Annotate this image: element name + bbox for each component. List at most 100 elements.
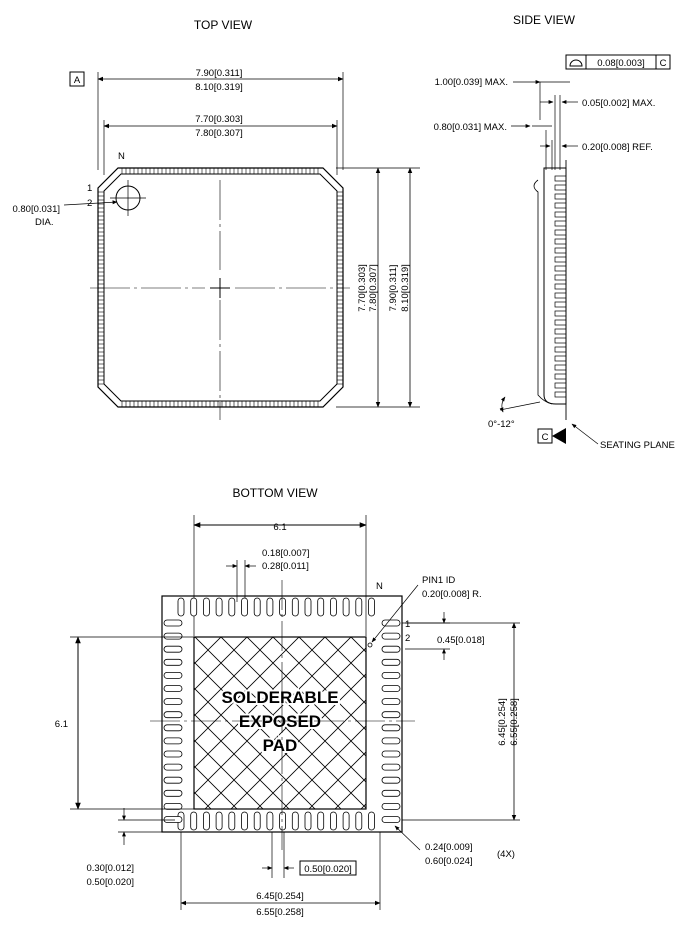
flatness-frame — [565, 54, 671, 70]
top-view-title: TOP VIEW — [194, 18, 253, 32]
pad-label-line1: SOLDERABLE — [221, 688, 338, 707]
span-horizontal-max: 6.55[0.258] — [256, 907, 304, 918]
bottom-view-title: BOTTOM VIEW — [232, 486, 318, 500]
lead-pad — [163, 737, 183, 745]
lead-pad — [329, 597, 337, 617]
width-inner-max: 7.80[0.307] — [195, 128, 243, 139]
angle-arc — [499, 396, 506, 413]
pad-width-value: 6.1 — [273, 522, 286, 533]
lead-pad — [342, 811, 350, 831]
lead-pad — [163, 816, 183, 823]
lead-pad — [381, 789, 401, 797]
side-lead — [554, 220, 567, 227]
lead-pad — [355, 811, 363, 831]
lead-pad — [381, 658, 401, 666]
bottom-pin-1: 1 — [405, 619, 410, 630]
lead-pad — [381, 672, 401, 679]
lead-pad — [381, 619, 401, 627]
top-pin-n: N — [118, 151, 125, 162]
pin1-crosshair — [110, 180, 146, 216]
lead-pad — [163, 776, 183, 784]
span-vertical-min: 6.45[0.254] — [497, 698, 508, 746]
lead-pad — [163, 672, 183, 679]
side-leads — [554, 175, 567, 398]
flatness-datum: C — [660, 58, 667, 69]
pin1-dia-label: DIA. — [35, 217, 53, 228]
pin1-dia-value: 0.80[0.031] — [12, 204, 60, 215]
lead-width-max: 0.28[0.011] — [262, 561, 309, 572]
lead-pad — [163, 750, 183, 758]
side-lead — [554, 175, 567, 182]
lead-pad — [381, 776, 401, 784]
top-centerlines — [90, 180, 350, 420]
lead-pad — [381, 698, 401, 705]
lead-pad — [329, 811, 337, 831]
bottom-centerlines — [150, 580, 415, 850]
width-outer-min: 7.90[0.311] — [196, 68, 243, 79]
side-lead — [554, 391, 567, 398]
pitch-frame — [299, 860, 357, 876]
lead-pad — [163, 658, 183, 666]
lead-pad — [368, 811, 375, 831]
pin1-id-leader — [371, 584, 419, 643]
top-pin-1: 1 — [87, 183, 92, 194]
lead-pad — [291, 811, 299, 831]
side-lead — [554, 355, 567, 362]
lead-pad — [304, 597, 312, 617]
datum-c-label: C — [542, 432, 549, 443]
lead-pad — [241, 811, 248, 831]
side-lead — [554, 373, 567, 380]
lead-length-min: 0.30[0.012] — [86, 863, 134, 874]
lead-pad — [381, 645, 401, 653]
lead-pad — [163, 789, 183, 797]
lead-pad — [163, 619, 183, 627]
bottom-pin-n: N — [376, 581, 383, 592]
side-view-title: SIDE VIEW — [513, 13, 576, 27]
lead-pad — [215, 597, 223, 617]
corner-chamfer-min: 0.24[0.009] — [425, 842, 473, 853]
side-body-height: 0.80[0.031] MAX. — [434, 122, 507, 133]
lead-pad — [291, 597, 299, 617]
top-extension-lines — [97, 72, 420, 408]
height-outer-min: 7.90[0.311] — [388, 265, 399, 312]
side-lead — [554, 382, 567, 389]
lead-pad — [228, 811, 236, 831]
lead-pad — [228, 597, 236, 617]
corner-qty: (4X) — [497, 849, 515, 860]
span-horizontal-min: 6.45[0.254] — [256, 891, 304, 902]
side-lead — [554, 247, 567, 254]
lead-pad — [163, 724, 183, 732]
top-view: TOP VIEW A 7.90[0.311] 8.10[0.319] 7.70[… — [12, 18, 420, 420]
span-vertical-max: 6.55[0.258] — [509, 698, 520, 746]
lead-pad — [190, 597, 198, 617]
flatness-icon — [569, 59, 583, 67]
lead-width-min: 0.18[0.007] — [262, 548, 310, 559]
lead-pad — [381, 724, 401, 732]
lead-pad — [381, 816, 401, 823]
side-lead — [554, 319, 567, 326]
lead-pad — [266, 597, 274, 617]
datum-a-box — [69, 71, 85, 87]
side-lead — [554, 301, 567, 308]
lead-pad — [190, 811, 198, 831]
side-profile-edge — [533, 179, 553, 405]
side-lead — [554, 211, 567, 218]
width-outer-max: 8.10[0.319] — [195, 82, 243, 93]
side-lead — [554, 337, 567, 344]
side-lead — [554, 193, 567, 200]
side-lead — [554, 292, 567, 299]
lead-pad — [304, 811, 312, 831]
package-outline-outer — [97, 167, 344, 408]
height-inner-max: 7.80[0.307] — [368, 264, 379, 312]
datum-a-label: A — [74, 75, 81, 86]
side-lead — [554, 202, 567, 209]
side-standoff: 0.05[0.002] MAX. — [582, 98, 655, 109]
lead-pad — [381, 685, 401, 692]
exposed-pad — [193, 636, 367, 810]
package-outline-inner — [103, 173, 338, 402]
side-lead — [554, 328, 567, 335]
pad-label-line3: PAD — [263, 736, 298, 755]
lead-pad — [163, 645, 183, 653]
lead-length-max: 0.50[0.020] — [86, 877, 134, 888]
lead-pad — [253, 811, 261, 831]
